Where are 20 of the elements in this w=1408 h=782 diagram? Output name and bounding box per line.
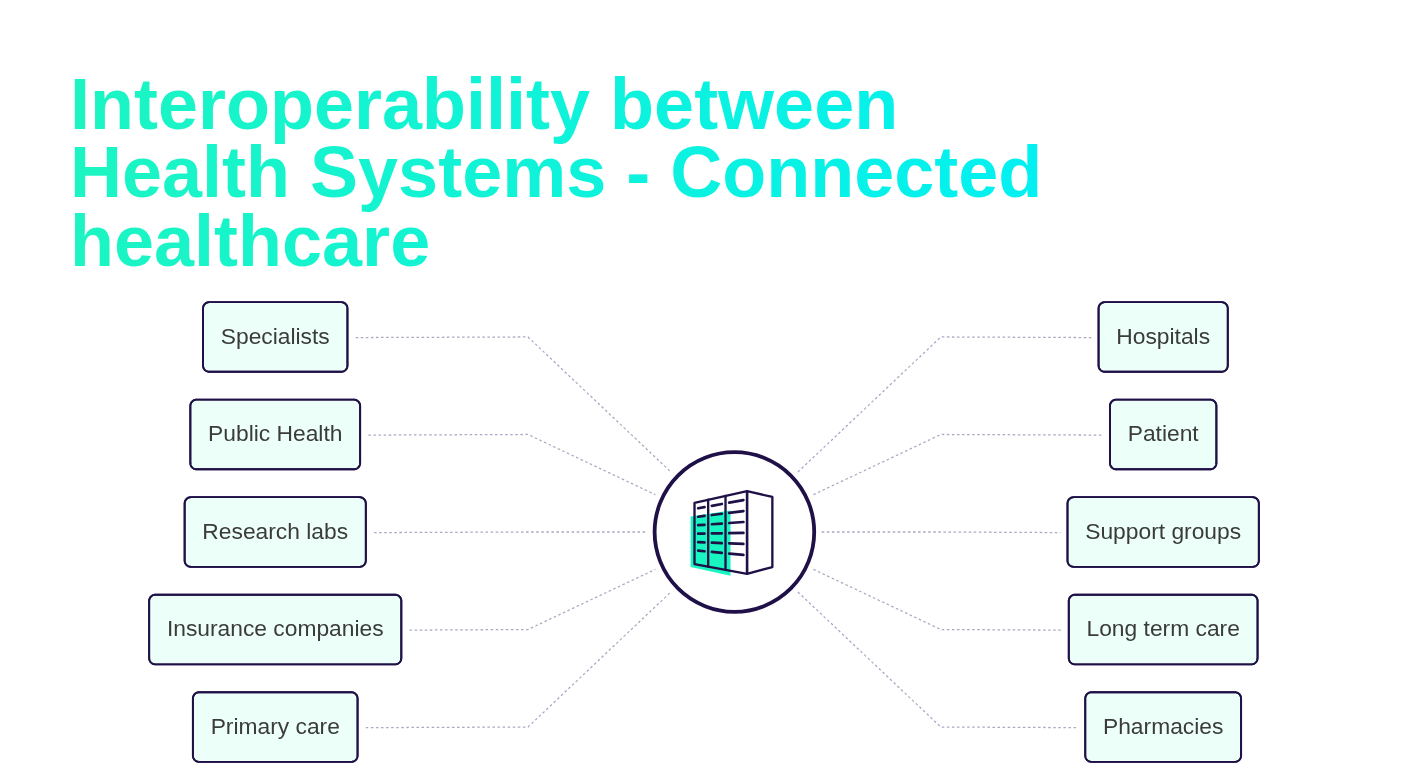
category-node: Pharmacies	[1084, 691, 1243, 763]
category-node: Long term care	[1067, 593, 1259, 666]
category-node: Specialists	[202, 301, 349, 373]
dotted-connector	[812, 433, 1104, 496]
category-node: Primary care	[191, 691, 359, 763]
category-node: Insurance companies	[148, 593, 403, 666]
dotted-connector	[365, 591, 672, 729]
category-node: Hospitals	[1097, 301, 1229, 373]
dotted-connector	[821, 531, 1062, 534]
dotted-connector	[408, 568, 657, 631]
category-node: Patient	[1109, 398, 1218, 471]
dotted-connector	[373, 531, 648, 534]
dotted-connector	[355, 336, 672, 473]
dotted-connector	[797, 591, 1079, 729]
dotted-connector	[797, 336, 1093, 473]
category-node: Public Health	[189, 398, 362, 471]
dotted-connector	[812, 568, 1063, 631]
hub-circle	[652, 450, 817, 614]
category-node: Support groups	[1066, 496, 1260, 568]
category-node: Research labs	[183, 496, 367, 568]
